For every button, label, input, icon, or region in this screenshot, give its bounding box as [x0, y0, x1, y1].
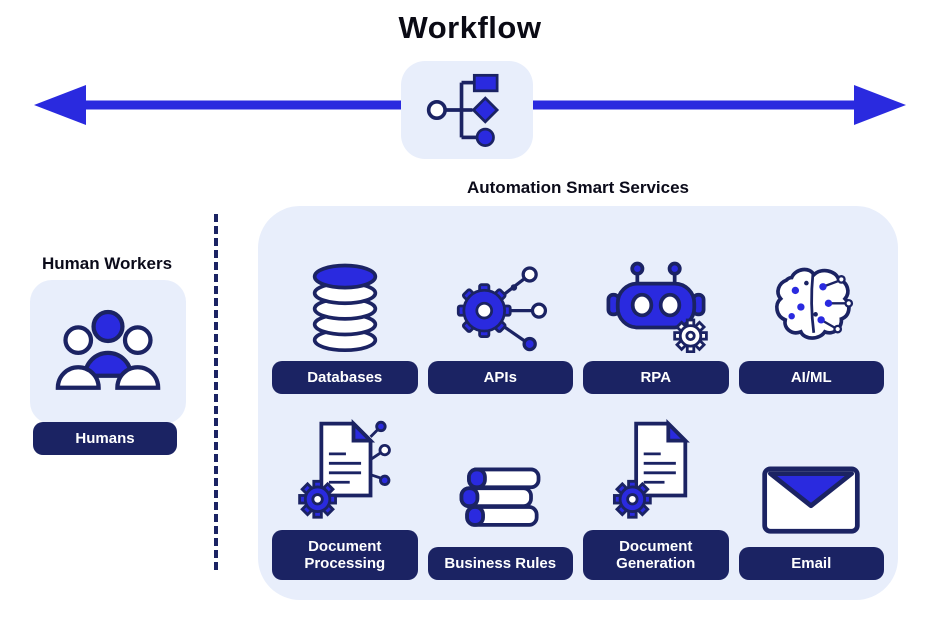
document-processing-icon: [293, 416, 397, 522]
service-item-rpa: RPA: [583, 222, 729, 394]
flowchart-icon: [426, 73, 500, 147]
service-item-email: Email: [738, 408, 884, 580]
service-label-pill: AI/ML: [738, 360, 884, 394]
service-label-pill: Databases: [272, 360, 418, 394]
robot-icon: [600, 259, 712, 353]
services-heading: Automation Smart Services: [466, 178, 689, 197]
service-label-pill: RPA: [583, 360, 729, 394]
service-label-pill: Document Generation: [583, 529, 729, 580]
dashed-divider: [214, 214, 218, 570]
service-item-aiml: AI/ML: [738, 222, 884, 394]
human-workers-card: [30, 280, 186, 424]
books-icon: [448, 445, 552, 539]
service-label-pill: Document Processing: [272, 529, 418, 580]
service-item-databases: Databases: [272, 222, 418, 394]
document-generation-icon: [604, 416, 708, 522]
humans-label-pill: Humans: [33, 422, 177, 456]
service-item-apis: APIs: [427, 222, 573, 394]
api-gear-icon: [449, 259, 551, 353]
humans-group-icon: [55, 309, 161, 390]
human-workers-heading: Human Workers: [41, 254, 173, 273]
service-item-document-generation: Document Generation: [583, 408, 729, 580]
services-panel: Databases: [258, 206, 898, 600]
service-item-document-processing: Document Processing: [272, 408, 418, 580]
workflow-node-chip: [401, 61, 533, 159]
service-label-pill: APIs: [427, 360, 573, 394]
service-item-business-rules: Business Rules: [427, 408, 573, 580]
envelope-icon: [759, 463, 863, 539]
service-label-pill: Email: [738, 546, 884, 580]
database-icon: [299, 259, 391, 353]
service-label-pill: Business Rules: [427, 546, 573, 580]
arrowhead-left: [34, 85, 86, 125]
page-title: Workflow: [398, 10, 542, 45]
brain-circuit-icon: [760, 261, 862, 353]
arrowhead-right: [854, 85, 906, 125]
